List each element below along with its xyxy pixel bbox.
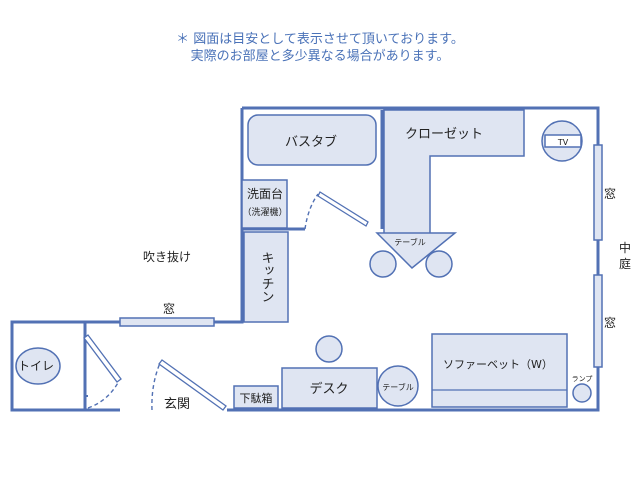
courtyard-label-2: 庭 xyxy=(619,256,631,271)
window-right-bottom-frame xyxy=(593,274,603,368)
shoe-box xyxy=(233,385,279,409)
toilet-door xyxy=(83,334,122,383)
sofa-bed-label: ソファーベット（W） xyxy=(443,358,553,371)
stool-left xyxy=(369,250,397,278)
tv-label: TV xyxy=(557,138,569,147)
window-left-frame xyxy=(119,317,215,327)
window-right-top-frame xyxy=(593,144,603,241)
shoe-box-label: 下駄箱 xyxy=(240,391,273,405)
bathtub-label: バスタブ xyxy=(285,134,337,150)
atrium-label: 吹き抜け xyxy=(143,250,191,264)
lamp xyxy=(572,383,592,403)
window-right-top-label: 窓 xyxy=(604,186,616,201)
courtyard-label-1: 中 xyxy=(619,240,631,255)
desk-label: デスク xyxy=(309,381,348,397)
bathroom-door-swing xyxy=(304,193,319,230)
disclaimer-line-1: ＊ 図面は目安として表示させて頂いております。 xyxy=(176,32,464,47)
triangle-table-label: テーブル xyxy=(394,237,426,247)
disclaimer-line-2: 実際のお部屋と多少異なる場合があります。 xyxy=(190,49,450,64)
round-table xyxy=(377,365,419,407)
closet-label: クローゼット xyxy=(405,127,483,142)
toilet-label: トイレ xyxy=(18,359,54,373)
washbasin-label: 洗面台 xyxy=(247,186,283,201)
stool-right xyxy=(425,250,453,278)
washbasin xyxy=(241,179,288,229)
entrance-door xyxy=(158,359,227,411)
toilet-door-swing xyxy=(87,380,120,409)
entrance-label: 玄関 xyxy=(164,397,190,412)
triangle-table xyxy=(375,232,458,270)
outer-wall-right xyxy=(227,106,600,412)
sofa-bed xyxy=(431,333,568,408)
tv xyxy=(544,134,582,148)
toilet-bowl xyxy=(15,347,61,385)
outer-wall-left xyxy=(214,108,244,324)
washer-label: （洗濯機） xyxy=(242,206,287,218)
window-left-label: 窓 xyxy=(163,301,175,316)
bathroom-door xyxy=(317,191,369,227)
desk-chair xyxy=(315,335,343,363)
lamp-label: ランプ xyxy=(572,375,593,383)
desk xyxy=(281,367,378,409)
round-table-label: テーブル xyxy=(382,382,414,392)
kitchen-counter xyxy=(243,231,289,323)
kitchen-label: キッチン xyxy=(259,251,274,303)
window-right-bottom-label: 窓 xyxy=(604,315,616,330)
bathtub xyxy=(247,114,377,166)
entrance-door-swing xyxy=(151,362,161,411)
toilet-wall xyxy=(10,320,120,412)
